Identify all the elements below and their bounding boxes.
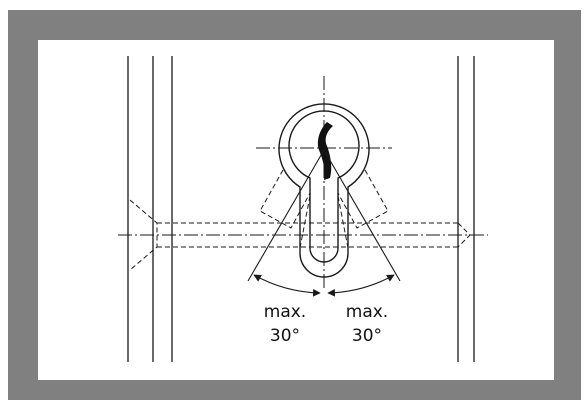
screw-tip — [457, 222, 471, 248]
screw-head — [129, 199, 158, 271]
right-angle-label-line1: max. — [346, 302, 388, 322]
keyway-icon — [317, 122, 333, 180]
drawing-panel — [38, 40, 554, 380]
angle-limit-left — [247, 149, 325, 282]
cam-sides-dashed — [299, 195, 349, 249]
cam-position-left — [259, 169, 311, 229]
cylinder-inner-outline — [288, 110, 360, 263]
left-angle-label-line1: max. — [264, 302, 306, 322]
cam-position-right — [337, 169, 389, 229]
left-angle-label-line2: 30° — [270, 326, 300, 346]
cylinder-outer-outline — [278, 103, 370, 278]
angle-arc-left — [253, 274, 321, 297]
angle-limit-right — [323, 149, 401, 282]
angle-arc-right — [327, 274, 395, 297]
right-angle-label-line2: 30° — [352, 326, 382, 346]
